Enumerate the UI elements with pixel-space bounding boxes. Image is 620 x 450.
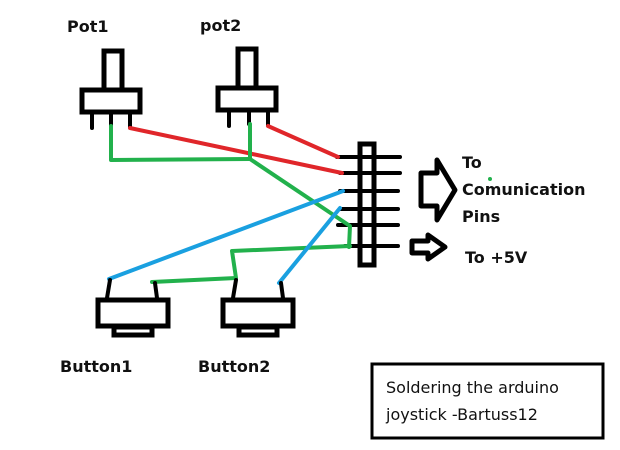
- pot2-label: pot2: [200, 16, 241, 35]
- green-wires: [109, 122, 352, 284]
- to-comm-label-line1: To: [462, 153, 482, 172]
- button2-switch: [220, 278, 296, 338]
- to-comm-label-line3: Pins: [462, 207, 500, 226]
- blue-wires: [107, 189, 345, 285]
- pot2-potentiometer: [215, 46, 279, 128]
- to-comm-label-line2: Comunication: [462, 180, 585, 199]
- button2-label: Button2: [198, 357, 270, 376]
- to-5v-label: To +5V: [465, 248, 528, 267]
- button1-label: Button1: [60, 357, 132, 376]
- red-wires: [128, 124, 344, 175]
- pot1-label: Pot1: [67, 17, 109, 36]
- button1-switch: [95, 278, 171, 338]
- small-arrow-icon: [409, 232, 448, 262]
- caption-box: Soldering the arduino joystick -Bartuss1…: [370, 362, 605, 440]
- big-arrow-icon: [418, 157, 458, 223]
- caption-line2: joystick -Bartuss12: [385, 405, 538, 424]
- caption-line1: Soldering the arduino: [386, 378, 559, 397]
- pot1-potentiometer: [79, 48, 143, 130]
- stray-dot: [488, 177, 492, 181]
